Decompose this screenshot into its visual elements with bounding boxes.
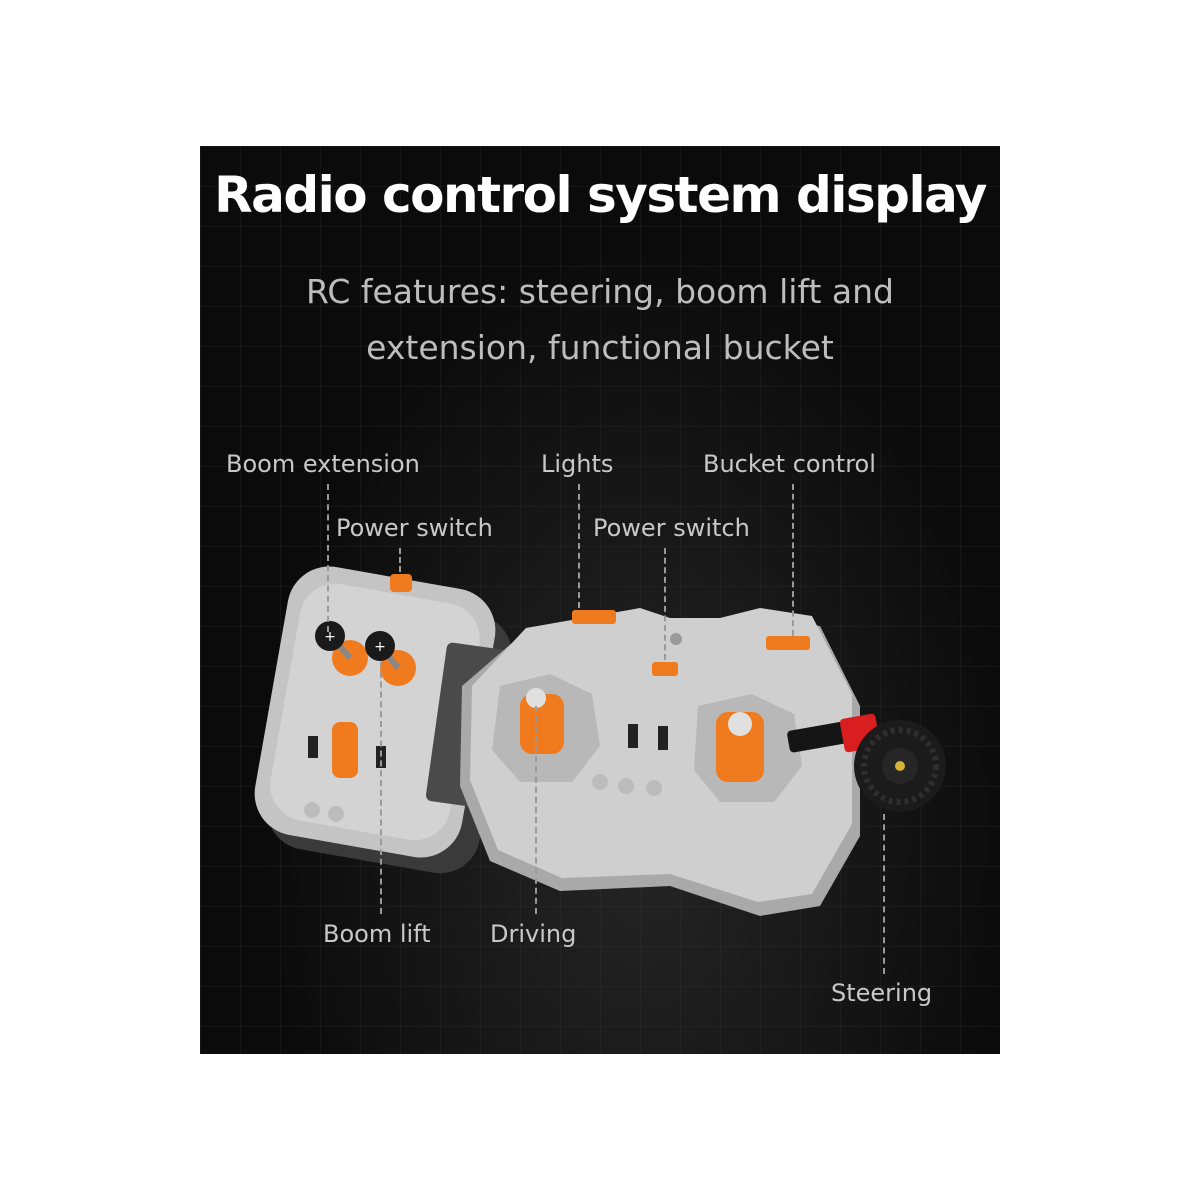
page-title: Radio control system display: [214, 166, 987, 224]
steering-joystick[interactable]: [716, 712, 764, 782]
label-steering: Steering: [831, 979, 933, 1007]
leader-bucket-control: [792, 484, 794, 636]
label-boom-extension: Boom extension: [226, 450, 420, 478]
driving-joystick[interactable]: [520, 694, 564, 754]
svg-text:+: +: [374, 639, 386, 655]
bucket-control-button[interactable]: [766, 636, 810, 650]
right-remote: [460, 608, 860, 916]
leader-driving: [535, 706, 537, 914]
boom-lift-joystick[interactable]: +: [365, 631, 416, 686]
leader-steering: [883, 814, 885, 974]
leader-power-switch-right: [664, 548, 666, 660]
right-power-button[interactable]: [652, 662, 678, 676]
label-power-switch-left: Power switch: [336, 514, 493, 542]
lights-button[interactable]: [572, 610, 616, 624]
steering-wheel-assembly: [787, 713, 946, 812]
label-bucket-control: Bucket control: [703, 450, 876, 478]
label-power-switch-right: Power switch: [593, 514, 750, 542]
left-power-button[interactable]: [390, 574, 412, 592]
boom-extension-joystick[interactable]: +: [315, 621, 368, 676]
page-subtitle: RC features: steering, boom lift and ext…: [306, 272, 894, 367]
svg-text:+: +: [324, 629, 336, 645]
leader-power-switch-left: [399, 548, 401, 572]
label-lights: Lights: [541, 450, 614, 478]
label-boom-lift: Boom lift: [323, 920, 431, 948]
remote-control-illustration: + +: [254, 566, 946, 916]
label-driving: Driving: [490, 920, 577, 948]
product-panel: Radio control system display RC features…: [200, 146, 1000, 1054]
leader-boom-lift: [380, 662, 382, 914]
leader-boom-extension: [327, 484, 329, 632]
leader-lights: [578, 484, 580, 608]
